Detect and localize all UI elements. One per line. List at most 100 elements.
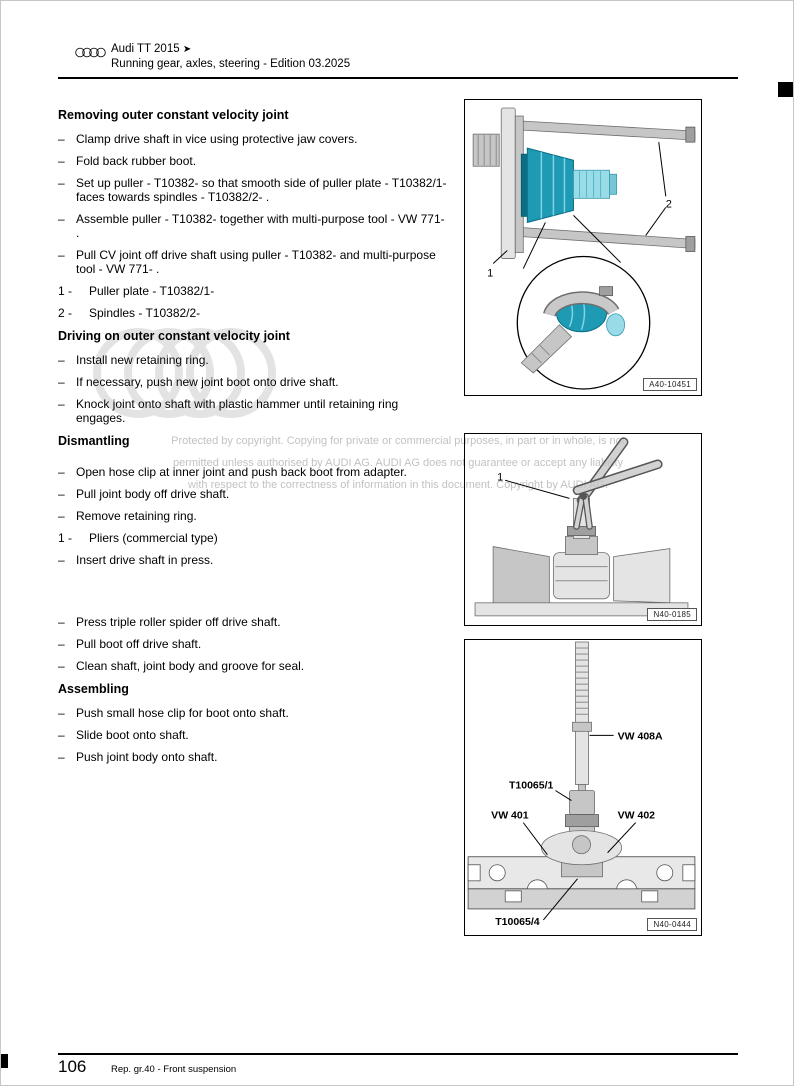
figure-pliers-hose-clip: 1 N40-0185 [464,433,702,626]
dash-marker: – [58,706,65,720]
callout-2-leader [645,207,667,236]
legend-number: 1 - [58,531,73,545]
instruction-item: – Push joint body onto shaft. [58,750,450,764]
pliers-illustration: 1 [474,437,689,617]
print-mark-bottom-left [1,1054,8,1068]
pliers [572,437,663,530]
dash-marker: – [58,154,65,168]
header-rule [58,77,738,79]
t10065-4-leader [542,878,578,921]
cv-joint [520,147,618,224]
dash-marker: – [58,553,65,567]
cv-joint-puller-illustration: 1 2 [472,107,696,390]
instruction-item: – Insert drive shaft in press. [58,553,450,567]
dash-marker: – [58,397,65,411]
section-heading-driving-on-outer-cv-joint: Driving on outer constant velocity joint [58,329,290,343]
instruction-text: Press triple roller spider off drive sha… [76,615,281,629]
legend-item: 2 - Spindles - T10382/2- [58,306,450,320]
model-title: Audi TT 2015 ➤ [111,42,350,57]
label-vw401: VW 401 [491,810,529,822]
instruction-item: – Clamp drive shaft in vice using protec… [58,132,450,146]
dash-marker: – [58,487,65,501]
magnified-inset [516,255,651,390]
dash-marker: – [58,176,65,190]
legend-text: Puller plate - T10382/1- [89,284,215,298]
dash-marker: – [58,212,65,226]
page-number: 106 [58,1057,87,1076]
instruction-text: Knock joint onto shaft with plastic hamm… [76,397,399,425]
figure-press-tools: VW 408A T10065/1 VW 401 VW 402 T10065/4 … [464,639,702,936]
dash-marker: – [58,615,65,629]
dash-marker: – [58,509,65,523]
audi-rings-logo [75,47,106,58]
vw402-leader [607,822,637,854]
dash-marker: – [58,728,65,742]
legend-item: 1 - Puller plate - T10382/1- [58,284,450,298]
section-heading-dismantling: Dismantling [58,434,130,448]
legend-number: 2 - [58,306,73,320]
legend-item: 1 - Pliers (commercial type) [58,531,450,545]
instruction-text: Clamp drive shaft in vice using protecti… [76,132,358,146]
callout-2-leader-top [658,142,667,197]
vice [474,546,689,617]
instruction-text: Pull boot off drive shaft. [76,637,202,651]
instruction-text: Slide boot onto shaft. [76,728,189,742]
section-heading-assembling: Assembling [58,682,129,696]
dash-marker: – [58,248,65,262]
label-vw408a: VW 408A [618,730,663,742]
inset-leader-right [573,215,621,263]
dash-marker: – [58,659,65,673]
label-vw402: VW 402 [618,810,656,822]
instruction-text: Insert drive shaft in press. [76,553,214,567]
t10065-1-leader [555,790,572,801]
instruction-item: – Assemble puller - T10382- together wit… [58,212,450,240]
dash-marker: – [58,465,65,479]
footer-rule [58,1053,738,1055]
callout-1-leader [505,479,570,499]
instructions-column: Removing outer constant velocity joint –… [58,101,450,772]
label-t10065-1: T10065/1 [509,780,554,792]
instruction-text: Push small hose clip for boot onto shaft… [76,706,289,720]
model-name: Audi TT 2015 [111,43,180,55]
instruction-text: Pull CV joint off drive shaft using pull… [76,248,436,276]
figure-code: N40-0444 [647,918,697,931]
press-spindle [572,641,592,785]
callout-1: 1 [497,471,503,483]
dash-marker: – [58,132,65,146]
legend-number: 1 - [58,284,73,298]
instruction-text: Fold back rubber boot. [76,154,197,168]
callout-2: 2 [666,198,672,210]
figure-code: A40-10451 [643,378,697,391]
instruction-item: – Slide boot onto shaft. [58,728,450,742]
legend-text: Spindles - T10382/2- [89,306,201,320]
instruction-item: – Press triple roller spider off drive s… [58,615,450,629]
instruction-text: Assemble puller - T10382- together with … [76,212,445,240]
callout-1-leader [492,250,508,264]
dash-marker: – [58,637,65,651]
dash-marker: – [58,375,65,389]
instruction-item: – Push small hose clip for boot onto sha… [58,706,450,720]
instruction-item: – Fold back rubber boot. [58,154,450,168]
press-illustration: VW 408A T10065/1 VW 401 VW 402 T10065/4 [467,641,696,928]
page-header: Audi TT 2015 ➤ Running gear, axles, stee… [111,42,350,72]
instruction-item: – Pull joint body off drive shaft. [58,487,450,501]
instruction-item: – Knock joint onto shaft with plastic ha… [58,397,450,425]
figure-code: N40-0185 [647,608,697,621]
footer-label: Rep. gr.40 - Front suspension [111,1064,237,1075]
instruction-item: – Pull CV joint off drive shaft using pu… [58,248,450,276]
instruction-item: – Pull boot off drive shaft. [58,637,450,651]
instruction-text: Install new retaining ring. [76,353,209,367]
instruction-text: Pull joint body off drive shaft. [76,487,230,501]
instruction-item: – If necessary, push new joint boot onto… [58,375,450,389]
joint-and-adapter [540,826,623,878]
section-heading-removing-outer-cv-joint: Removing outer constant velocity joint [58,108,289,122]
edition-subtitle: Running gear, axles, steering - Edition … [111,58,351,70]
puller-plate [472,107,524,259]
vw401-leader [522,822,548,856]
instruction-text: Push joint body onto shaft. [76,750,218,764]
inset-leader-left [522,222,546,269]
instruction-item: – Remove retaining ring. [58,509,450,523]
model-arrow-icon: ➤ [182,44,192,55]
dash-marker: – [58,353,65,367]
